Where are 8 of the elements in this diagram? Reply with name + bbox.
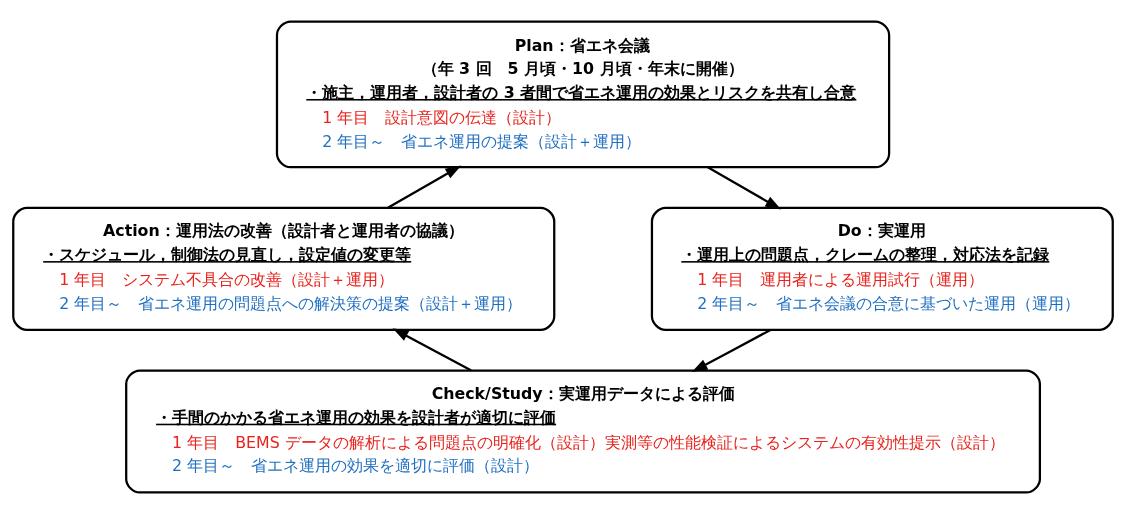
node-box: Check/Study：実運用データによる評価 ・手間のかかる省エネ運用の効果を設計者が適切に評価 1 年目 BEMS データの解析による問題点の明確化（設計）実測等の性能検証によるシステムの有効性提示（設計） 2 年目～ 省エネ運用の効果を適切に評価（設計）: [125, 368, 1042, 494]
arrow: [691, 328, 771, 372]
arrow: [392, 327, 472, 371]
node-box: Action：運用法の改善（設計者と運用者の協議） ・スケジュール，制御法の見直し，設定値の変更等 1 年目 システム不具合の改善（設計＋運用） 2 年目～ 省エネ運用の問題点への解決策の提案（設計＋運用）: [12, 206, 556, 331]
arrow: [707, 165, 782, 209]
arrow: [387, 165, 462, 209]
node-box: Do：実運用 ・運用上の問題点，クレームの整理，対応法を記録 1 年目 運用者による運用試行（運用） 2 年目～ 省エネ会議の合意に基づいた運用（運用）: [650, 206, 1114, 331]
node-box: Plan：省エネ会議 （年 3 回 5 月頃・10 月頃・年末に開催） ・施主，運用者，設計者の 3 者間で省エネ運用の効果とリスクを共有し合意 1 年目 設計意図の伝達（設計） 2 年目～ 省エネ運用の提案（設計＋運用）: [275, 19, 891, 168]
